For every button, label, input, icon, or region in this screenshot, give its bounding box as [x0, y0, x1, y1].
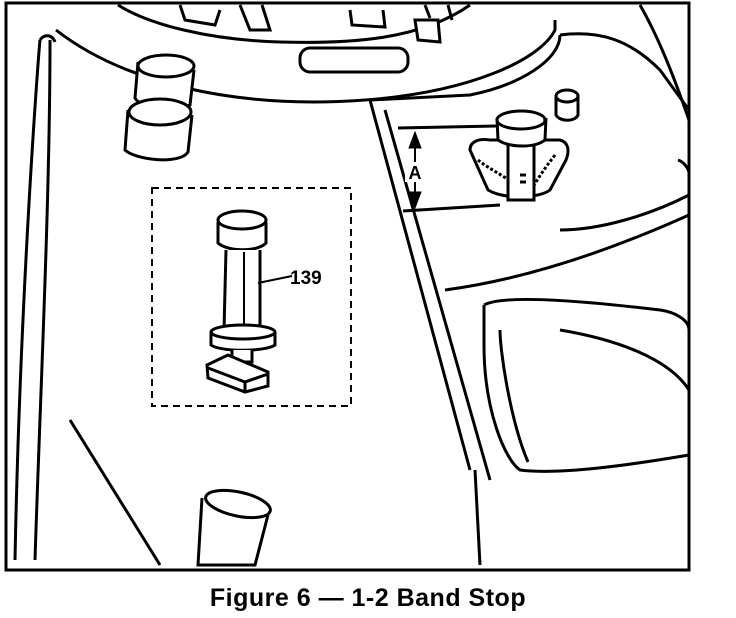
case-top-slots	[178, 4, 454, 74]
dimension-a-lines	[397, 124, 501, 213]
case-channel-lines	[68, 99, 492, 566]
dimension-a-label: A	[409, 163, 422, 183]
detail-inset-box	[151, 187, 352, 407]
left-case-wall	[13, 34, 57, 561]
callout-139-leader	[257, 275, 293, 284]
case-right-lug	[554, 88, 691, 173]
band-stop-tool	[205, 209, 277, 394]
figure-caption: Figure 6 — 1-2 Band Stop	[209, 584, 527, 612]
callout-139-label: 139	[290, 268, 322, 289]
case-boss-upper	[123, 53, 196, 162]
case-boss-lower	[196, 488, 272, 567]
servo-bore-area	[444, 193, 691, 473]
installed-band-stop	[468, 109, 570, 202]
figure-border	[4, 1, 691, 572]
